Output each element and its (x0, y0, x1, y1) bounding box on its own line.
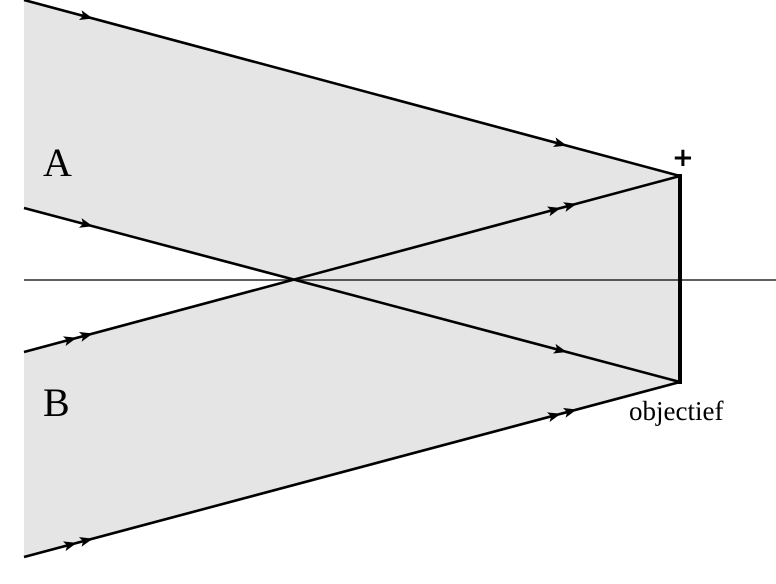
beam-b-label: B (43, 380, 70, 425)
beam-b-shading (24, 176, 680, 557)
arrowhead-ray-b-upper-6 (546, 206, 561, 217)
arrowheads (62, 10, 577, 552)
arrowhead-ray-b-lower-11 (562, 408, 577, 418)
arrowhead-ray-b-upper-7 (562, 202, 577, 212)
arrowhead-ray-b-lower-9 (78, 537, 93, 547)
arrowhead-ray-b-upper-4 (62, 336, 77, 347)
beam-a-label: A (43, 140, 72, 185)
arrowhead-ray-b-lower-8 (62, 541, 77, 552)
plus-sign: + (672, 143, 694, 173)
arrowhead-ray-a-upper-1 (552, 137, 567, 148)
arrowhead-ray-a-upper-0 (78, 10, 93, 20)
ray-a-lower (23, 206, 681, 384)
ray-a-upper (23, 0, 681, 178)
arrowhead-ray-b-upper-5 (78, 332, 93, 342)
arrowhead-ray-a-lower-2 (78, 218, 93, 228)
objective-label: objectief (629, 396, 723, 426)
arrowhead-ray-a-lower-3 (552, 343, 567, 354)
arrowhead-ray-b-lower-10 (546, 412, 561, 422)
